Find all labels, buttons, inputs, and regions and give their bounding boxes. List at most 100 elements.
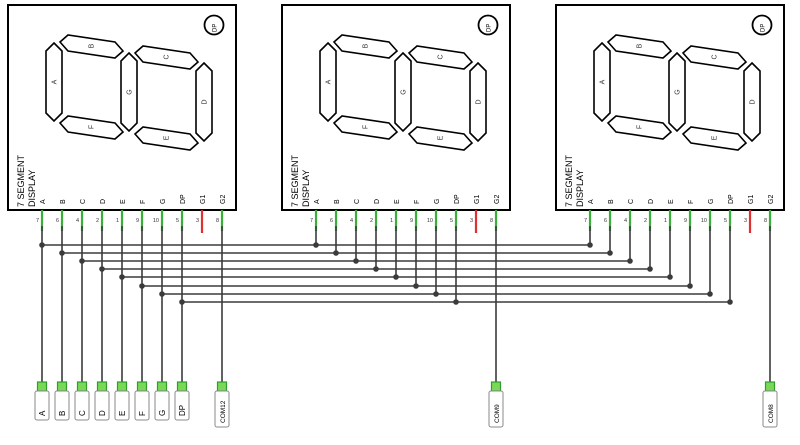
pin-number: 3: [196, 218, 199, 224]
pin-label: G: [434, 199, 441, 204]
segment-C: [681, 45, 748, 70]
part-label: 7 SEGMENTDISPLAY: [290, 154, 311, 207]
segment-A: [593, 41, 611, 123]
segment-D: [195, 61, 213, 143]
terminal-label-box[interactable]: [134, 390, 150, 421]
pin-number: 2: [96, 218, 99, 224]
segment-B-label: B: [89, 43, 96, 48]
junction-dot: [393, 274, 399, 280]
segment-D: [469, 61, 487, 143]
terminal-label: G: [158, 410, 167, 416]
junction-dot: [313, 242, 319, 248]
terminal-label-box[interactable]: [154, 390, 170, 421]
junction-dot: [159, 291, 165, 297]
junction-dot: [667, 274, 673, 280]
pin-number: 3: [744, 218, 747, 224]
terminal-D[interactable]: D: [94, 381, 110, 421]
terminal-label-box[interactable]: [174, 390, 190, 421]
terminal-label-box[interactable]: [214, 390, 230, 428]
pin-number: 1: [664, 218, 667, 224]
terminal-pad[interactable]: [764, 381, 776, 392]
terminal-label: F: [138, 411, 147, 416]
junction-dot: [39, 242, 45, 248]
segment-F: [606, 115, 673, 140]
pin-label: D: [648, 199, 655, 204]
terminal-label-box[interactable]: [74, 390, 90, 421]
terminal-label-box[interactable]: [34, 390, 50, 421]
segment-B: [58, 34, 125, 59]
seven-segment-display-3[interactable]: 7 SEGMENTDISPLAYDPABCDEFGA7B6C4D2E1F9G10…: [555, 4, 785, 233]
junction-dot: [647, 266, 653, 272]
segment-E: [681, 126, 748, 151]
segment-D-label: D: [476, 99, 483, 104]
segment-F: [332, 115, 399, 140]
dp-label: DP: [761, 24, 767, 32]
terminal-C[interactable]: C: [74, 381, 90, 421]
pin-number: 4: [76, 218, 79, 224]
pin-number: 2: [370, 218, 373, 224]
pin-label: B: [334, 199, 341, 204]
terminal-label-box[interactable]: [54, 390, 70, 421]
terminal-F[interactable]: F: [134, 381, 150, 421]
seven-segment-display-1[interactable]: 7 SEGMENTDISPLAYDPABCDEFGA7B6C4D2E1F9G10…: [7, 4, 237, 233]
pin-label: G: [160, 199, 167, 204]
pin-label: F: [414, 200, 421, 204]
terminal-label-box[interactable]: [94, 390, 110, 421]
pin-label: G1: [474, 195, 481, 204]
pin-number: 6: [56, 218, 59, 224]
terminal-pad[interactable]: [116, 381, 128, 392]
terminal-label-box[interactable]: [488, 390, 504, 428]
terminal-B[interactable]: B: [54, 381, 70, 421]
segment-E-label: E: [712, 135, 719, 140]
segment-A-label: A: [600, 79, 607, 84]
terminal-A[interactable]: A: [34, 381, 50, 421]
terminal-label: DP: [178, 405, 187, 416]
terminal-pad[interactable]: [176, 381, 188, 392]
pin-number: 8: [216, 218, 219, 224]
terminal-label-box[interactable]: [762, 390, 778, 428]
pin-number: 10: [701, 218, 707, 224]
terminal-G[interactable]: G: [154, 381, 170, 421]
terminal-label-box[interactable]: [114, 390, 130, 421]
terminal-pad[interactable]: [96, 381, 108, 392]
terminal-DP[interactable]: DP: [174, 381, 190, 421]
junction-dot: [59, 250, 65, 256]
pin-label: E: [394, 199, 401, 204]
terminal-pad[interactable]: [76, 381, 88, 392]
terminal-COM9[interactable]: COM9: [488, 381, 504, 428]
junction-dot: [587, 242, 593, 248]
segment-A-label: A: [326, 79, 333, 84]
segment-C: [407, 45, 474, 70]
decimal-point-circle: [751, 14, 773, 36]
decimal-point-circle: [477, 14, 499, 36]
segment-C-label: C: [164, 54, 171, 59]
terminal-COM12[interactable]: COM12: [214, 381, 230, 428]
segment-E-label: E: [164, 135, 171, 140]
terminal-label: B: [58, 411, 67, 416]
junction-dot: [353, 258, 359, 264]
terminal-pad[interactable]: [56, 381, 68, 392]
terminal-pad[interactable]: [36, 381, 48, 392]
junction-dot: [79, 258, 85, 264]
segment-G-label: G: [675, 89, 682, 94]
terminal-pad[interactable]: [136, 381, 148, 392]
segment-B-label: B: [363, 43, 370, 48]
pin-number: 7: [310, 218, 313, 224]
junction-dot: [119, 274, 125, 280]
terminal-pad[interactable]: [156, 381, 168, 392]
pin-number: 7: [584, 218, 587, 224]
terminal-pad[interactable]: [490, 381, 502, 392]
junction-dot: [333, 250, 339, 256]
seven-segment-display-2[interactable]: 7 SEGMENTDISPLAYDPABCDEFGA7B6C4D2E1F9G10…: [281, 4, 511, 233]
part-label: 7 SEGMENTDISPLAY: [564, 154, 585, 207]
terminal-pad[interactable]: [216, 381, 228, 392]
pin-number: 9: [410, 218, 413, 224]
pin-number: 6: [330, 218, 333, 224]
junction-dot: [453, 299, 459, 305]
pin-number: 9: [684, 218, 687, 224]
segment-E: [133, 126, 200, 151]
terminal-E[interactable]: E: [114, 381, 130, 421]
terminal-COM8[interactable]: COM8: [762, 381, 778, 428]
